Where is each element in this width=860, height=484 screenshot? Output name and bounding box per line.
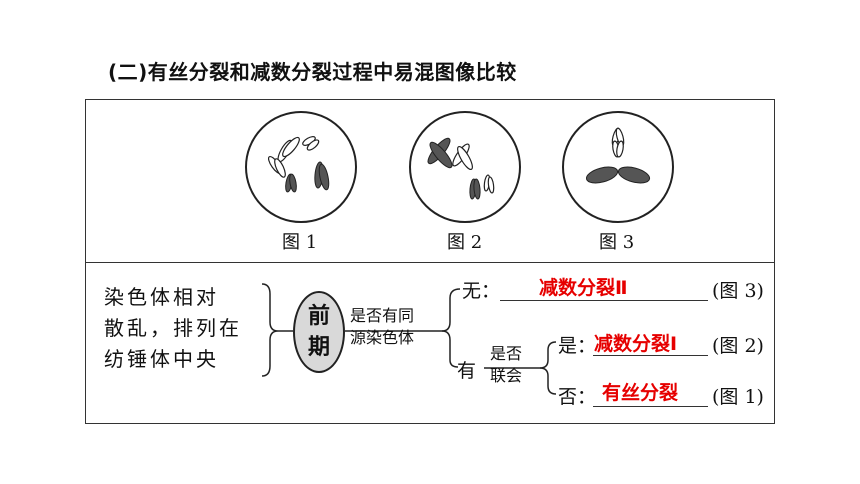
question-synapsis: 是否 联会: [490, 343, 522, 387]
answer-blank-2: [593, 355, 708, 356]
answer-meiosis-i: 减数分裂Ⅰ: [594, 333, 678, 355]
answer-mitosis: 有丝分裂: [602, 382, 679, 404]
stage-oval: [293, 291, 345, 373]
stage-line-2: 期: [307, 335, 330, 360]
chromosome-drawing-3: [585, 127, 651, 184]
condition-line-2: 散乱，排列在: [104, 316, 242, 340]
section-title: (二)有丝分裂和减数分裂过程中易混图像比较: [108, 60, 517, 84]
question-synapsis-line-2: 联会: [490, 366, 523, 385]
condition-line-1: 染色体相对: [104, 285, 219, 309]
question-homologous-line-1: 是否有同: [350, 306, 415, 325]
figure-3-label: 图 3: [599, 232, 635, 253]
figure-1-label: 图 1: [282, 232, 318, 253]
figure-ref-1: (图 1): [712, 386, 764, 408]
sub-no-prefix: 否：: [558, 386, 597, 408]
question-synapsis-line-1: 是否: [490, 344, 523, 363]
question-homologous: 是否有同 源染色体: [350, 305, 414, 349]
sub-yes-prefix: 是：: [558, 335, 597, 357]
answer-blank-3: [593, 406, 708, 407]
answer-blank-1: [500, 300, 708, 301]
stage-line-1: 前: [307, 304, 330, 329]
condition-text: 染色体相对 散乱，排列在 纺锤体中央: [104, 282, 242, 375]
figure-ref-2: (图 2): [712, 335, 764, 357]
cell-figure-1: [245, 111, 357, 223]
stage-label: 前 期: [300, 301, 338, 363]
condition-line-3: 纺锤体中央: [104, 347, 219, 371]
figure-2-label: 图 2: [447, 232, 483, 253]
figure-ref-3: (图 3): [712, 280, 764, 302]
question-homologous-line-2: 源染色体: [350, 328, 415, 347]
answer-meiosis-ii: 减数分裂Ⅱ: [539, 277, 628, 299]
cell-figure-3: [562, 111, 674, 223]
branch-yes-prefix: 有: [457, 360, 477, 382]
chromosome-drawing-2: [427, 137, 495, 200]
frame-divider: [85, 262, 775, 263]
branch-no-prefix: 无：: [462, 280, 501, 302]
chromosome-drawing-1: [267, 136, 330, 193]
cell-figure-2: [409, 111, 521, 223]
content-frame: [85, 99, 775, 424]
